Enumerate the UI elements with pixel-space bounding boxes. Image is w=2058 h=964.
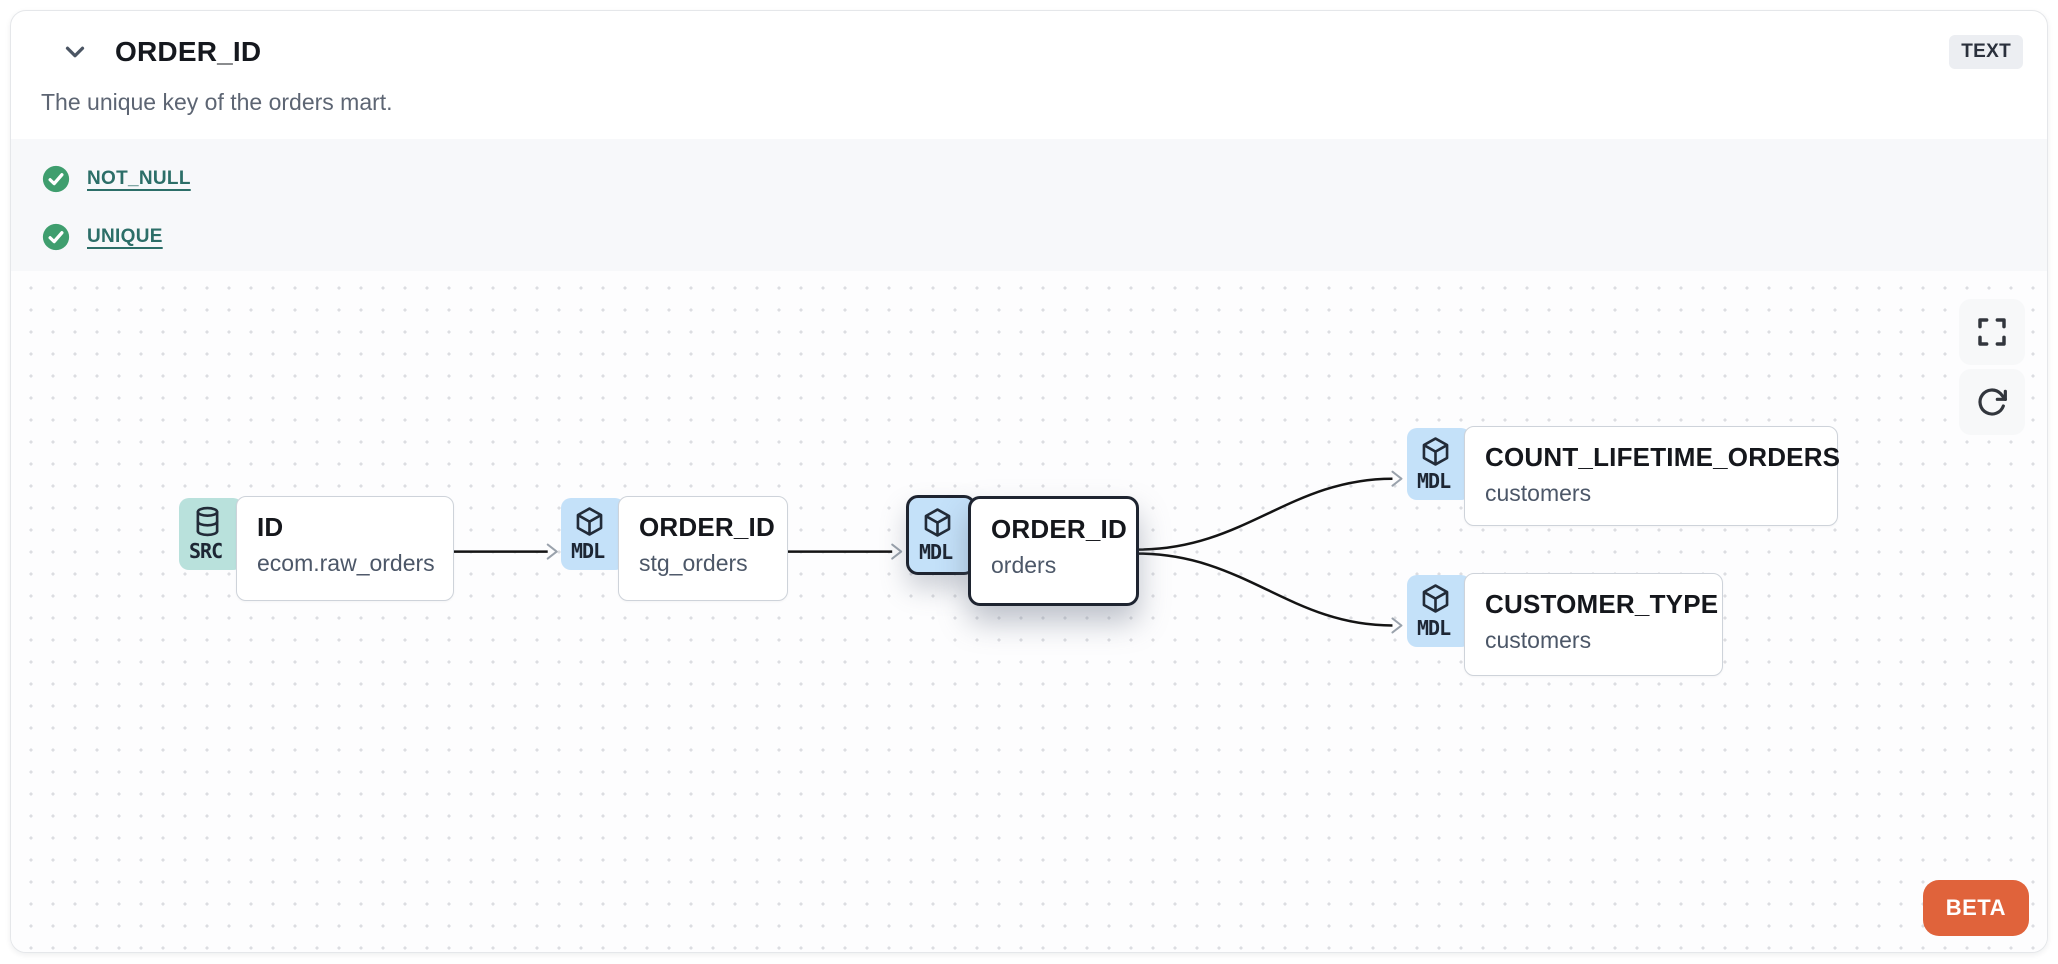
refresh-button[interactable] bbox=[1959, 369, 2025, 435]
node-badge-label: MDL bbox=[1417, 469, 1451, 493]
header: ORDER_ID TEXT The unique key of the orde… bbox=[11, 11, 2047, 117]
test-row: NOT_NULL bbox=[41, 164, 2017, 194]
check-circle-icon bbox=[42, 165, 70, 193]
check-circle-icon bbox=[42, 223, 70, 251]
node-badge-source: SRC bbox=[179, 498, 243, 570]
node-subtitle: orders bbox=[991, 552, 1057, 578]
fullscreen-button[interactable] bbox=[1959, 299, 2025, 365]
chevron-down-icon bbox=[65, 46, 85, 58]
refresh-icon bbox=[1978, 388, 2007, 416]
lineage-node-order-id-stg-orders[interactable]: MDL ORDER_ID stg_orders bbox=[561, 496, 788, 601]
node-badge-model: MDL bbox=[561, 498, 625, 570]
node-title: COUNT_LIFETIME_ORDERS bbox=[1485, 442, 1841, 472]
lineage-node-count-lifetime-orders[interactable]: MDL COUNT_LIFETIME_ORDERS customers bbox=[1407, 426, 1841, 526]
edge-orders-to-ctype bbox=[1137, 552, 1393, 627]
node-title: ID bbox=[257, 512, 284, 542]
node-subtitle: ecom.raw_orders bbox=[257, 550, 435, 576]
cube-icon bbox=[576, 507, 603, 536]
page-title: ORDER_ID bbox=[115, 36, 262, 67]
lineage-canvas[interactable]: SRC ID ecom.raw_orders MDL ORDER_ID stg_… bbox=[11, 271, 2047, 952]
canvas-controls bbox=[1959, 299, 2025, 435]
node-subtitle: customers bbox=[1485, 627, 1592, 653]
lineage-node-id-raw-orders[interactable]: SRC ID ecom.raw_orders bbox=[179, 496, 454, 601]
lineage-node-customer-type[interactable]: MDL CUSTOMER_TYPE customers bbox=[1407, 573, 1723, 676]
cube-icon bbox=[1422, 437, 1449, 466]
node-badge-model: MDL bbox=[1407, 575, 1471, 647]
node-badge-label: SRC bbox=[189, 539, 223, 563]
lineage-node-order-id-orders-selected[interactable]: MDL ORDER_ID orders bbox=[906, 495, 1139, 606]
edge-orders-to-count bbox=[1137, 477, 1393, 551]
test-row: UNIQUE bbox=[41, 222, 2017, 252]
node-subtitle: stg_orders bbox=[639, 550, 748, 576]
cube-icon bbox=[1422, 584, 1449, 613]
node-badge-label: MDL bbox=[571, 539, 605, 563]
column-detail-card: ORDER_ID TEXT The unique key of the orde… bbox=[10, 10, 2048, 953]
test-link-unique[interactable]: UNIQUE bbox=[87, 226, 163, 247]
node-title: ORDER_ID bbox=[991, 514, 1127, 544]
node-badge-model: MDL bbox=[1407, 428, 1471, 500]
node-badge-label: MDL bbox=[919, 540, 953, 564]
type-badge: TEXT bbox=[1949, 35, 2023, 69]
node-title: CUSTOMER_TYPE bbox=[1485, 589, 1719, 619]
node-subtitle: customers bbox=[1485, 480, 1592, 506]
node-badge-label: MDL bbox=[1417, 616, 1451, 640]
beta-badge: BETA bbox=[1922, 880, 2029, 936]
cube-icon bbox=[924, 508, 951, 537]
tests-section: NOT_NULL UNIQUE bbox=[11, 139, 2047, 277]
collapse-button[interactable] bbox=[59, 36, 91, 68]
database-icon bbox=[196, 506, 219, 537]
lineage-edges bbox=[453, 470, 1403, 634]
fullscreen-icon bbox=[1978, 318, 2006, 346]
node-badge-model: MDL bbox=[906, 495, 976, 575]
node-title: ORDER_ID bbox=[639, 512, 775, 542]
column-description: The unique key of the orders mart. bbox=[41, 89, 393, 115]
test-link-not-null[interactable]: NOT_NULL bbox=[87, 168, 191, 189]
